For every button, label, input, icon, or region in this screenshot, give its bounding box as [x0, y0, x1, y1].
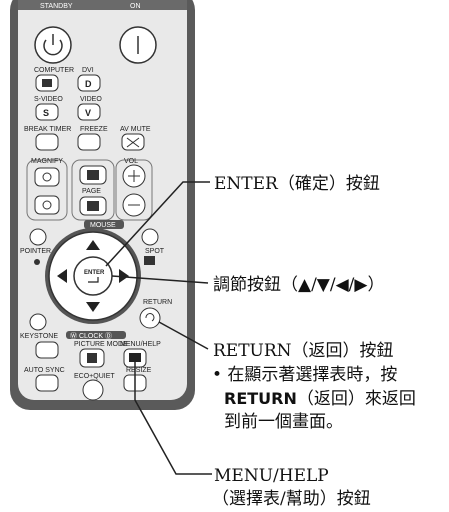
- return-callout-line: [158, 321, 209, 350]
- magnify-minus-button[interactable]: [34, 195, 60, 215]
- picturemode-label: PICTURE MODE: [74, 341, 128, 348]
- breaktimer-label: BREAK TIMER: [24, 126, 71, 133]
- return-annotation-title: RETURN（返回）按鈕: [213, 341, 394, 361]
- enter-key-label: ENTER: [84, 270, 105, 276]
- computer-label: COMPUTER: [34, 67, 74, 74]
- standby-button[interactable]: [34, 26, 72, 64]
- return-button[interactable]: [139, 307, 161, 329]
- down-arrow-icon: [86, 302, 100, 312]
- autosync-label: AUTO SYNC: [24, 367, 65, 374]
- on-button[interactable]: [119, 26, 157, 64]
- page-label: PAGE: [82, 188, 101, 195]
- on-label: ON: [130, 3, 141, 10]
- return-key-label: RETURN: [143, 299, 172, 306]
- return-annotation-desc1: • 在顯示著選擇表時，按: [212, 365, 397, 385]
- menu-callout-line: [134, 362, 212, 475]
- up-arrow-icon: [86, 240, 100, 250]
- avmute-label: AV MUTE: [120, 126, 151, 133]
- ecoquiet-label: ECO+QUIET: [74, 373, 115, 380]
- freeze-button[interactable]: [77, 133, 101, 151]
- menu-annotation-line2: （選擇表/幫助）按鈕: [212, 489, 371, 509]
- right-arrow-icon: [119, 269, 129, 283]
- mouse-label: MOUSE: [90, 222, 116, 229]
- return-annotation-desc3: 到前一個畫面。: [224, 412, 343, 432]
- adjust-annotation: 調節按鈕（▲/▼/◀/▶）: [213, 275, 384, 295]
- dvi-key: D: [85, 79, 92, 89]
- adjust-callout-line: [111, 275, 209, 284]
- enter-annotation: ENTER（確定）按鈕: [214, 174, 380, 194]
- dvi-button[interactable]: [77, 74, 101, 92]
- video-button[interactable]: [77, 103, 101, 121]
- enter-button[interactable]: [73, 256, 113, 296]
- dvi-label: DVI: [82, 67, 94, 74]
- enter-icon: [88, 277, 99, 283]
- svideo-label: S-VIDEO: [34, 96, 63, 103]
- return-desc2-rest: （返回）來返回: [297, 389, 416, 409]
- menu-annotation-line1: MENU/HELP: [214, 466, 329, 486]
- return-annotation-desc2: RETURN（返回）來返回: [224, 389, 416, 409]
- menuhelp-key-label: MENU/HELP: [120, 341, 161, 348]
- keystone-circle-button[interactable]: [29, 313, 47, 331]
- freeze-label: FREEZE: [80, 126, 108, 133]
- svideo-button[interactable]: [35, 103, 59, 121]
- autosync-button[interactable]: [35, 374, 59, 392]
- pointer-button[interactable]: [29, 228, 47, 246]
- keystone-button[interactable]: [35, 341, 59, 359]
- return-bold-word: RETURN: [224, 389, 297, 408]
- keystone-label: KEYSTONE: [20, 333, 58, 340]
- ecoquiet-button[interactable]: [82, 379, 104, 401]
- eclock-label: Ⓦ CLOCK Ⓓ: [70, 332, 112, 340]
- left-arrow-icon: [57, 269, 67, 283]
- video-key: V: [85, 108, 91, 118]
- svideo-key: S: [43, 108, 49, 118]
- enter-callout-line: [105, 181, 210, 267]
- breaktimer-button[interactable]: [35, 133, 59, 151]
- return-icon: [145, 313, 155, 322]
- video-label: VIDEO: [80, 96, 102, 103]
- vol-label: VOL: [124, 158, 138, 165]
- spot-button[interactable]: [141, 228, 159, 246]
- magnify-label: MAGNIFY: [31, 158, 63, 165]
- pointer-label: POINTER: [20, 248, 51, 255]
- menu-icon: [129, 353, 141, 362]
- resize-label: RESIZE: [126, 367, 152, 374]
- magnify-plus-button[interactable]: [34, 167, 60, 187]
- standby-label: STANDBY: [40, 3, 73, 10]
- spot-label: SPOT: [145, 248, 165, 255]
